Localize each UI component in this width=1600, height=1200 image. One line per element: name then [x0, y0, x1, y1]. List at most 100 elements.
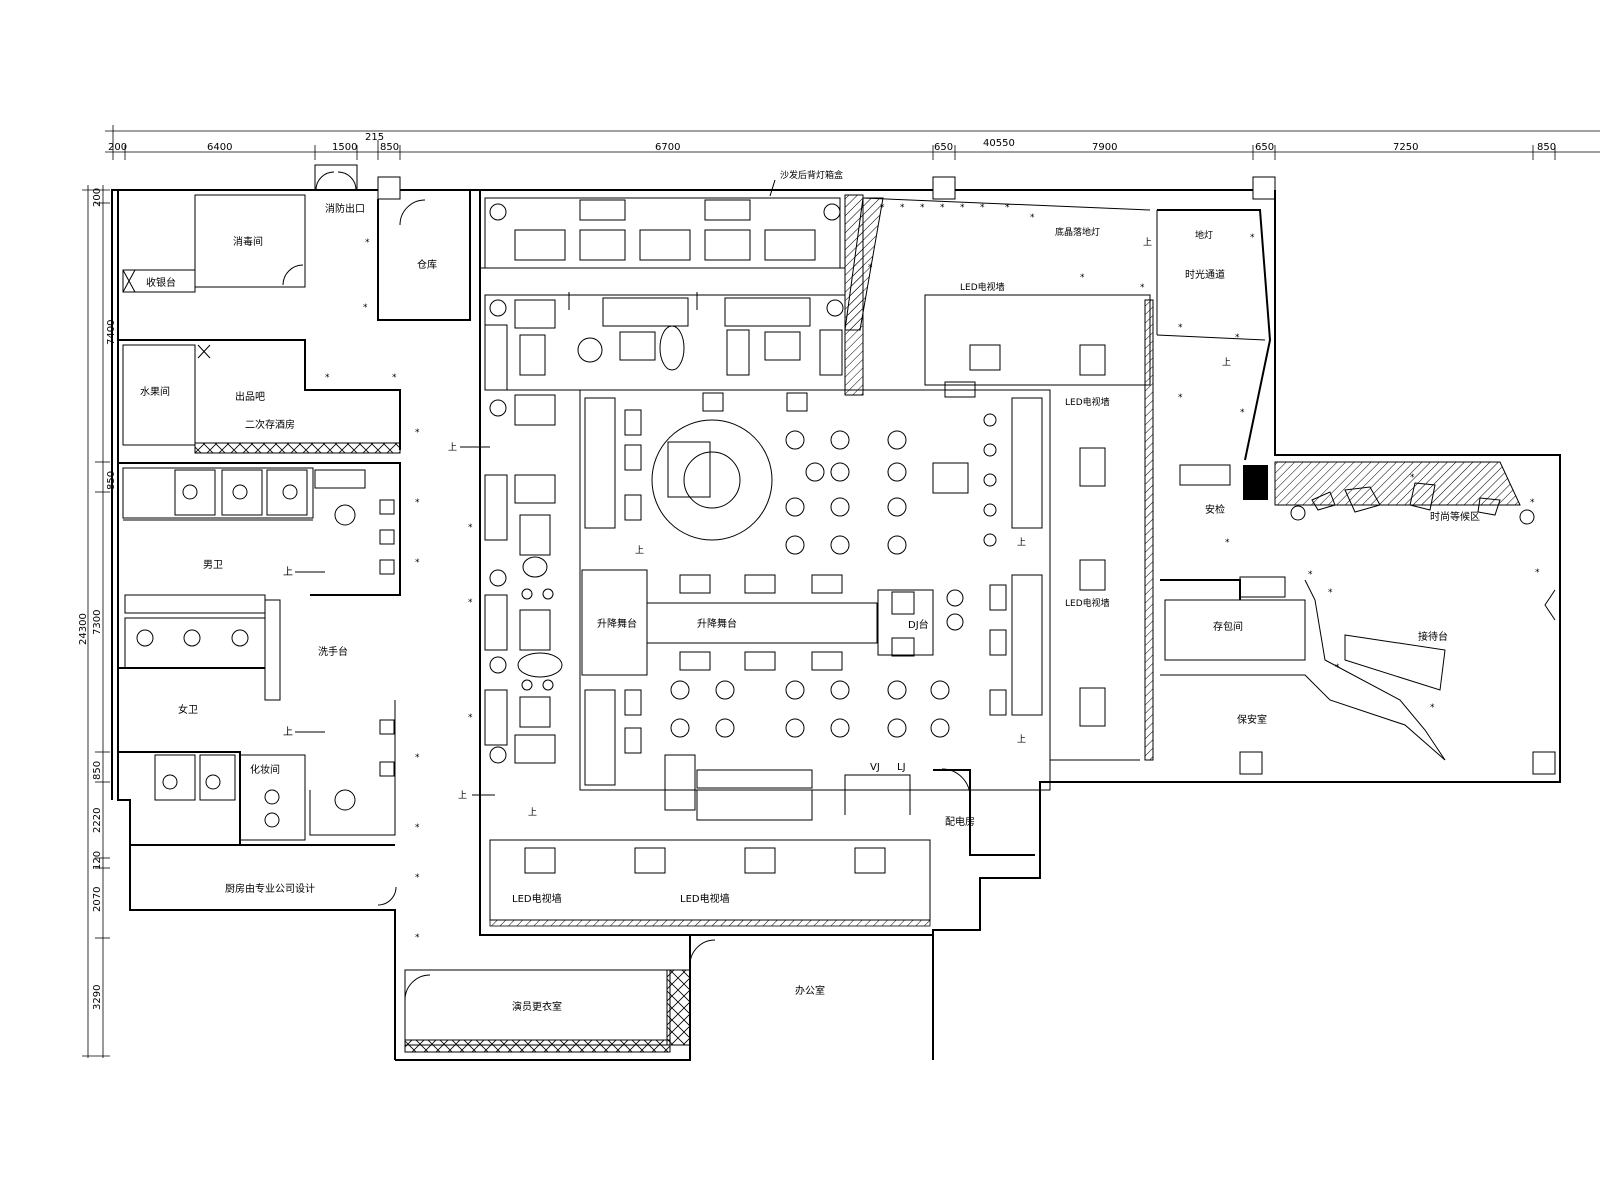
- light-marker: *: [415, 933, 420, 943]
- dim-left-4: 850: [92, 761, 103, 780]
- room-disinfection: 消毒间: [233, 235, 263, 248]
- led-wall-bottom-2: LED电视墙: [680, 892, 730, 905]
- west-booths: [484, 324, 563, 764]
- dj-booth: DJ台: [908, 618, 929, 631]
- up-mark-10: 上: [1222, 357, 1231, 368]
- upper-tables: [624, 392, 997, 594]
- light-marker: *: [1140, 283, 1145, 293]
- up-mark-3: 上: [448, 442, 457, 453]
- dim-top-9: 850: [1537, 142, 1556, 153]
- dim-top-8: 7250: [1393, 142, 1418, 153]
- room-fire-exit: 消防出口: [325, 202, 365, 215]
- label-sofa-lightbox: 沙发后背灯箱盒: [780, 169, 843, 181]
- light-marker: *: [980, 203, 985, 213]
- dim-top-5: 650: [934, 142, 953, 153]
- room-time-corridor: 时光通道: [1185, 268, 1225, 281]
- room-warehouse: 仓库: [417, 258, 437, 271]
- room-security-check: 安检: [1205, 503, 1225, 516]
- dim-top-7: 650: [1255, 142, 1274, 153]
- light-marker: *: [1250, 233, 1255, 243]
- room-cloakroom: 存包间: [1213, 620, 1243, 633]
- led-wall-top: LED电视墙: [960, 281, 1005, 293]
- up-mark-5: 上: [1143, 237, 1152, 248]
- light-marker: *: [1430, 703, 1435, 713]
- top-booths: 沙发后背灯箱盒: [484, 169, 843, 269]
- led-wall-right-1: LED电视墙: [1065, 396, 1110, 408]
- light-marker: *: [940, 203, 945, 213]
- light-marker: *: [920, 203, 925, 213]
- light-marker: *: [900, 203, 905, 213]
- dim-left-3: 7300: [92, 610, 103, 635]
- east-corridor: 底晶落地灯 地灯 时光通道 LED电视墙 LED电视墙 LED电视墙: [844, 197, 1272, 761]
- light-marker: *: [1235, 333, 1240, 343]
- light-marker: *: [415, 873, 420, 883]
- light-marker: *: [960, 203, 965, 213]
- light-marker: *: [392, 373, 397, 383]
- light-marker: *: [415, 558, 420, 568]
- up-mark-9: 上: [528, 807, 537, 818]
- dim-top-215: 215: [365, 132, 384, 143]
- south-rooms: 办公室 配电房: [689, 768, 1035, 997]
- light-marker: *: [415, 823, 420, 833]
- dim-top-4: 6700: [655, 142, 680, 153]
- left-wing: 消毒间 收银台 消防出口 仓库 水果间 出品吧 二次存酒房 男卫: [118, 164, 691, 1053]
- room-reception: 接待台: [1418, 630, 1448, 643]
- dim-left-7: 2070: [92, 887, 103, 912]
- label-ground-light: 地灯: [1195, 229, 1213, 241]
- light-marker: *: [868, 263, 873, 273]
- light-marker: *: [325, 373, 330, 383]
- light-marker: *: [1530, 498, 1535, 508]
- light-marker: *: [415, 498, 420, 508]
- light-marker: *: [468, 713, 473, 723]
- light-marker: *: [1178, 323, 1183, 333]
- room-bar: 出品吧: [235, 390, 265, 403]
- up-mark-6: 上: [635, 545, 644, 556]
- room-waiting-area: 时尚等候区: [1430, 510, 1480, 523]
- dim-left-8: 3290: [92, 985, 103, 1010]
- room-makeup: 化妆间: [250, 763, 280, 776]
- room-fruit: 水果间: [140, 385, 170, 398]
- lj-label: LJ: [897, 762, 906, 773]
- light-marker: *: [365, 238, 370, 248]
- room-office: 办公室: [795, 984, 825, 997]
- room-security-room: 保安室: [1237, 713, 1267, 726]
- light-marker: *: [1335, 663, 1340, 673]
- room-kitchen: 厨房由专业公司设计: [225, 882, 315, 895]
- lift-stage-1: 升降舞台: [597, 617, 637, 630]
- room-cashier: 收银台: [146, 276, 176, 289]
- dim-top-6: 7900: [1092, 142, 1117, 153]
- up-mark-1: 上: [283, 566, 293, 578]
- light-marker: *: [468, 598, 473, 608]
- light-marker: *: [415, 753, 420, 763]
- light-marker: *: [1080, 273, 1085, 283]
- label-floor-lamp: 底晶落地灯: [1055, 226, 1100, 238]
- east-lobby: 安检 时尚等候区 存包间 接待台 保安室: [1160, 461, 1556, 761]
- lower-tables: [624, 584, 1007, 754]
- room-washbasin: 洗手台: [318, 645, 348, 658]
- bottom-booths: LED电视墙 LED电视墙: [489, 839, 931, 927]
- dim-top-overall: 40550: [983, 138, 1015, 149]
- vj-label: VJ: [870, 762, 880, 773]
- room-mens: 男卫: [203, 559, 223, 571]
- room-womens: 女卫: [178, 703, 198, 716]
- room-power: 配电房: [945, 815, 975, 828]
- light-marker: *: [1005, 203, 1010, 213]
- lift-stage-2: 升降舞台: [697, 617, 737, 630]
- led-wall-bottom-1: LED电视墙: [512, 892, 562, 905]
- dim-top-2: 1500: [332, 142, 357, 153]
- up-marks: 上 上 上 上 上 上 上 上: [448, 237, 1231, 818]
- light-marker: *: [1240, 408, 1245, 418]
- room-dressing: 演员更衣室: [512, 1000, 562, 1013]
- led-wall-right-2: LED电视墙: [1065, 597, 1110, 609]
- main-hall: 沙发后背灯箱盒: [479, 169, 1051, 936]
- light-marker: *: [1535, 568, 1540, 578]
- light-marker: *: [1328, 588, 1333, 598]
- dim-left-6: 120: [92, 851, 103, 870]
- light-markers: **************************************: [325, 203, 1540, 943]
- light-marker: *: [468, 523, 473, 533]
- dim-top-3: 850: [380, 142, 399, 153]
- dance-floor: [579, 389, 1051, 791]
- dim-left-overall: 24300: [78, 613, 89, 645]
- light-marker: *: [1308, 570, 1313, 580]
- dim-left-0: 200: [92, 188, 103, 207]
